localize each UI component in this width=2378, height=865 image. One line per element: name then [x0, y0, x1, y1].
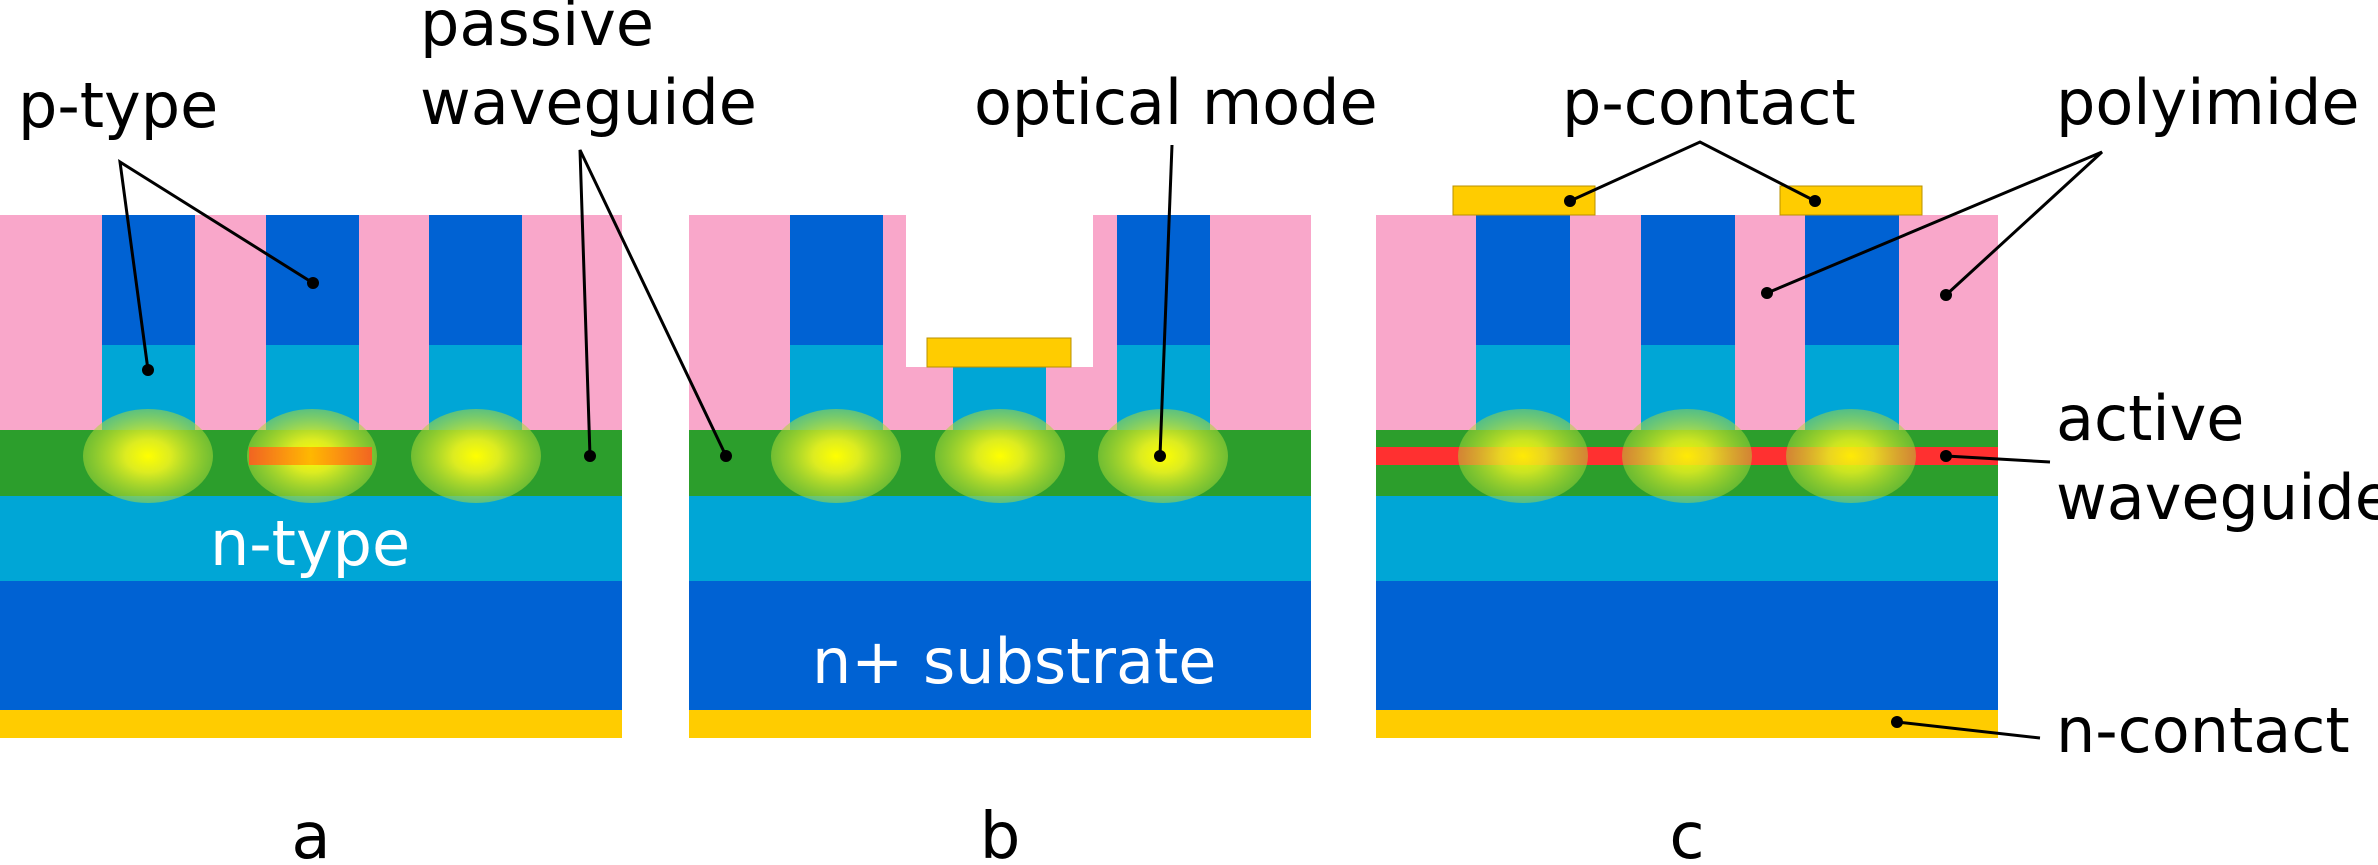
n-contact-layer — [689, 710, 1311, 738]
leader-dot — [1564, 195, 1576, 207]
p-contact-leader — [1569, 140, 1816, 203]
optical-mode — [1458, 409, 1588, 503]
optical-mode — [1622, 409, 1752, 503]
n-contact-leader — [1896, 720, 2041, 740]
n-substrate-label: n+ substrate — [812, 625, 1216, 698]
callout-labels: p-type passive waveguide optical mode p-… — [18, 0, 2378, 767]
leader-dot — [1940, 289, 1952, 301]
p-contact-label: p-contact — [1562, 66, 1856, 139]
panel-letter-c: c — [1669, 800, 1704, 865]
p-type-upper-layer — [429, 215, 522, 345]
polyimide-leader — [1766, 150, 2104, 297]
leader-dot — [1891, 716, 1903, 728]
leader-lines — [118, 140, 2104, 740]
substrate-layer — [689, 581, 1311, 710]
substrate-layer — [0, 581, 622, 710]
panel-c — [1376, 185, 1998, 738]
leader-dot — [1154, 450, 1166, 462]
passive-waveguide-label-line2: waveguide — [420, 66, 757, 139]
active-waveguide-label-line1: active — [2056, 382, 2244, 455]
optical-mode-leader — [1158, 144, 1174, 457]
optical-mode — [935, 409, 1065, 503]
p-type-label: p-type — [18, 69, 218, 142]
n-type-label: n-type — [210, 507, 410, 580]
passive-waveguide-label-line1: passive — [420, 0, 654, 60]
passive-waveguide-leader — [578, 149, 728, 457]
n-contact-layer — [0, 710, 622, 738]
p-type-upper-layer — [790, 215, 883, 345]
panel-letter-a: a — [291, 800, 330, 865]
leader-dot — [584, 450, 596, 462]
active-waveguide-leader — [1945, 454, 2051, 464]
p-type-upper-layer — [102, 215, 195, 345]
leader-dot — [1809, 195, 1821, 207]
optical-mode — [1786, 409, 1916, 503]
p-type-upper-layer — [1476, 215, 1570, 345]
optical-mode — [771, 409, 901, 503]
polyimide-label: polyimide — [2056, 66, 2360, 139]
leader-dot — [1761, 287, 1773, 299]
p-type-upper-layer — [1805, 215, 1899, 345]
leader-dot — [720, 450, 732, 462]
optical-mode-label: optical mode — [974, 66, 1378, 139]
leader-dot — [1940, 450, 1952, 462]
panel-letter-b: b — [980, 800, 1021, 865]
n-type-layer — [0, 496, 622, 581]
active-waveguide-label-line2: waveguide — [2056, 461, 2378, 534]
optical-mode — [83, 409, 213, 503]
optical-mode — [411, 409, 541, 503]
active-waveguide-segment — [249, 447, 372, 465]
leader-dot — [142, 364, 154, 376]
p-contact-pad — [1779, 185, 1923, 216]
panel-letters: a b c — [291, 800, 1704, 865]
substrate-layer — [1376, 581, 1998, 710]
n-type-layer — [689, 496, 1311, 581]
n-type-layer — [1376, 496, 1998, 581]
p-type-upper-layer — [1641, 215, 1735, 345]
p-type-upper-layer — [1117, 215, 1210, 345]
n-contact-label: n-contact — [2056, 694, 2350, 767]
leader-dot — [307, 277, 319, 289]
panel-b: n+ substrate — [689, 213, 1311, 738]
panel-a: n-type — [0, 215, 622, 738]
p-type-leader — [118, 159, 314, 371]
p-contact-pad — [926, 337, 1072, 368]
